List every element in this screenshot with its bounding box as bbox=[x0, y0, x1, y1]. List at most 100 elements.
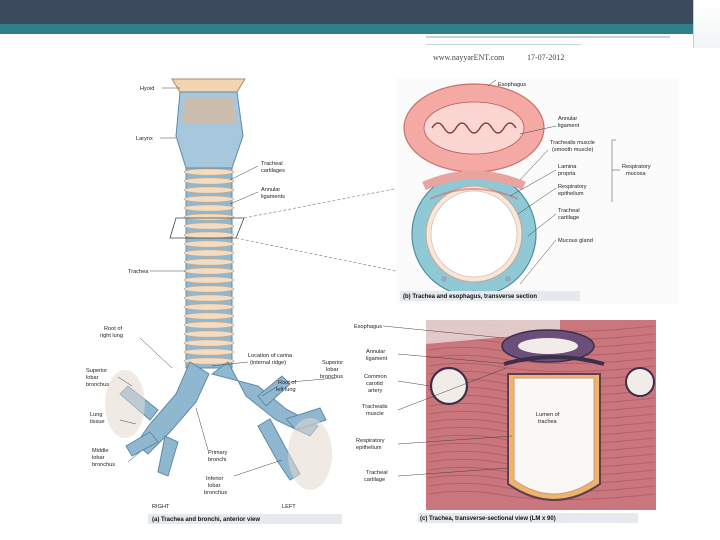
tracheal-ring bbox=[183, 195, 235, 203]
panel-a-leader-lines bbox=[117, 87, 337, 477]
label-primary-bronchi-2: bronchi bbox=[208, 457, 226, 463]
caption-panel-a: (a) Trachea and bronchi, anterior view bbox=[152, 517, 260, 523]
projection-line-bottom bbox=[235, 237, 421, 277]
label-c-trachealis: Trachealis bbox=[362, 404, 388, 410]
tracheal-ring bbox=[183, 303, 235, 311]
right-lung-tissue bbox=[105, 370, 145, 438]
label-c-carotid-2: carotid bbox=[366, 381, 383, 387]
right-inferior-branch bbox=[157, 435, 179, 477]
label-left-side: LEFT bbox=[282, 504, 296, 510]
label-b-annular-ligament: Annular bbox=[558, 116, 577, 122]
tracheal-ring bbox=[183, 249, 235, 257]
label-superior-lobar-left-3: bronchus bbox=[320, 374, 343, 380]
mucous-gland-1 bbox=[441, 276, 447, 282]
histo-trachealis-muscle bbox=[503, 355, 605, 366]
panel-a-trachea-bronchi: Hyoid Larynx Trachea Tracheal cartilages… bbox=[86, 78, 421, 524]
label-inferior-lobar-2: lobar bbox=[208, 483, 221, 489]
caption-a-bg bbox=[148, 514, 342, 524]
label-trachea: Trachea bbox=[128, 269, 149, 275]
label-b-respiratory-mucosa: Respiratory bbox=[622, 164, 651, 170]
label-right-side: RIGHT bbox=[152, 504, 170, 510]
tracheal-ring bbox=[183, 321, 235, 329]
tracheal-ring bbox=[183, 312, 235, 320]
label-b-lamina: Lamina bbox=[558, 164, 577, 170]
header-rule bbox=[426, 36, 670, 38]
tracheal-ring bbox=[183, 348, 235, 356]
panel-b-transverse-section: Esophagus Annular ligament Trachealis mu… bbox=[396, 78, 678, 304]
label-carina-2: (internal ridge) bbox=[250, 360, 286, 366]
label-lung-tissue: Lung bbox=[90, 412, 102, 418]
right-middle-lobar-bronchus bbox=[125, 431, 159, 457]
right-primary-bronchus bbox=[135, 361, 210, 455]
label-b-trachealis: Trachealis muscle bbox=[550, 140, 595, 146]
label-b-resp-epithelium: Respiratory bbox=[558, 184, 587, 190]
label-annular-ligaments: Annular bbox=[261, 187, 280, 193]
label-tracheal-cartilages-2: cartilages bbox=[261, 168, 285, 174]
tracheal-ring bbox=[183, 285, 235, 293]
label-superior-lobar-right-2: lobar bbox=[86, 375, 99, 381]
panel-c-leader-lines bbox=[382, 325, 513, 477]
thyroid-cartilage bbox=[182, 98, 236, 124]
label-c-carotid-3: artery bbox=[368, 388, 383, 394]
tracheal-rings bbox=[183, 168, 235, 365]
label-superior-lobar-right: Superior bbox=[86, 368, 107, 374]
label-c-lumen: Lumen of bbox=[536, 412, 560, 418]
slide-corner-decoration bbox=[693, 0, 720, 48]
tracheal-ring bbox=[183, 222, 235, 230]
label-superior-lobar-left: Superior bbox=[322, 360, 343, 366]
footer-date: 17-07-2012 bbox=[527, 53, 565, 62]
label-hyoid: Hyoid bbox=[140, 86, 154, 92]
panel-c-histology: Esophagus Annular ligament Common caroti… bbox=[354, 320, 656, 523]
label-inferior-lobar: Inferior bbox=[206, 476, 224, 482]
label-superior-lobar-right-3: bronchus bbox=[86, 382, 109, 388]
left-lung-tissue bbox=[288, 418, 332, 490]
label-c-tracheal-cartilage-2: cartilage bbox=[364, 477, 385, 483]
label-b-trachealis-2: (smooth muscle) bbox=[552, 147, 593, 153]
histology-strand bbox=[427, 490, 655, 501]
label-superior-lobar-left-2: lobar bbox=[326, 367, 339, 373]
label-c-esophagus: Esophagus bbox=[354, 324, 382, 330]
footer-website: www.nayyarENT.com bbox=[433, 53, 505, 62]
label-c-lumen-2: trachea bbox=[538, 419, 558, 425]
label-c-carotid: Common bbox=[364, 374, 387, 380]
tracheal-ring bbox=[183, 339, 235, 347]
tracheal-ring bbox=[183, 213, 235, 221]
tracheal-lumen bbox=[430, 190, 518, 278]
caption-b-bg bbox=[400, 291, 580, 301]
label-root-right-lung-2: right lung bbox=[100, 333, 123, 339]
label-tracheal-cartilages: Tracheal bbox=[261, 161, 283, 167]
label-c-trachealis-2: muscle bbox=[366, 411, 384, 417]
label-b-lamina-2: propria bbox=[558, 171, 576, 177]
tracheal-ring bbox=[183, 258, 235, 266]
label-carina: Location of carina bbox=[248, 353, 293, 359]
slide-number: 8 bbox=[697, 3, 707, 22]
label-middle-lobar-3: bronchus bbox=[92, 462, 115, 468]
caption-c-bg bbox=[418, 513, 638, 523]
label-c-tracheal-cartilage: Tracheal bbox=[366, 470, 388, 476]
histo-esophagus-lumen bbox=[518, 338, 578, 354]
histology-strand bbox=[427, 362, 655, 373]
label-c-resp-epithelium: Respiratory bbox=[356, 438, 385, 444]
label-c-annular-ligament-2: ligament bbox=[366, 356, 388, 362]
label-b-esophagus: Esophagus bbox=[498, 82, 526, 88]
header-rule-short bbox=[426, 44, 581, 45]
esophagus-mucosa bbox=[423, 101, 525, 155]
respiratory-epithelium bbox=[429, 188, 519, 200]
histo-tracheal-lumen bbox=[513, 377, 595, 495]
label-b-annular-ligament-2: ligament bbox=[558, 123, 580, 129]
label-inferior-lobar-3: bronchus bbox=[204, 490, 227, 496]
histo-left-carotid bbox=[429, 366, 469, 406]
tracheal-ring bbox=[183, 204, 235, 212]
label-annular-ligaments-2: ligaments bbox=[261, 194, 285, 200]
tracheal-ring bbox=[183, 294, 235, 302]
label-lung-tissue-2: tissue bbox=[90, 419, 105, 425]
tracheal-ring bbox=[183, 231, 235, 239]
mucous-gland-2 bbox=[505, 276, 511, 282]
tracheal-ring bbox=[183, 267, 235, 275]
histo-right-carotid bbox=[625, 367, 655, 397]
caption-panel-b: (b) Trachea and esophagus, transverse se… bbox=[403, 294, 537, 300]
trachealis-muscle bbox=[422, 170, 526, 191]
hyoid-bone bbox=[171, 78, 246, 93]
histology-upper-tissue bbox=[426, 320, 560, 344]
label-middle-lobar: Middle bbox=[92, 448, 108, 454]
